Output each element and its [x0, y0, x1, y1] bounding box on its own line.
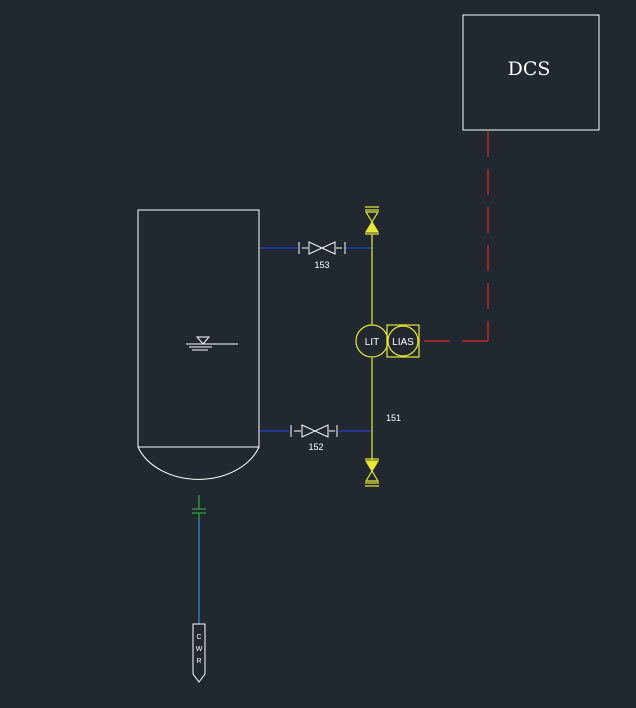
cwr-letter-3: R [196, 658, 201, 665]
vessel-bottom-head [137, 446, 260, 480]
dcs-label: DCS [508, 58, 551, 80]
valve-152-tag: 152 [308, 442, 323, 452]
lias-instrument[interactable]: LIAS [386, 324, 420, 358]
cwr-connector[interactable]: C W R [192, 623, 206, 683]
dcs-box [462, 14, 600, 131]
vessel-shell [137, 209, 260, 448]
liquid-level-icon [186, 336, 238, 351]
vessel[interactable] [137, 209, 260, 480]
dcs-block[interactable]: DCS [462, 14, 600, 131]
signal-line [420, 131, 489, 342]
valve-153-tag: 153 [314, 260, 329, 270]
cwr-arrow-icon [192, 623, 206, 683]
valve-152-icon[interactable] [290, 424, 338, 438]
top-vent-valve-icon[interactable] [364, 206, 380, 235]
valve-153-icon[interactable] [298, 241, 346, 255]
lit-label: LIT [365, 337, 379, 348]
lias-box [386, 324, 420, 358]
drain-flange-icon [192, 495, 206, 518]
bottom-drain-valve-icon[interactable] [364, 458, 380, 487]
line-tag-151: 151 [386, 413, 401, 423]
cwr-letter-2: W [196, 646, 203, 653]
lias-bubble [387, 325, 419, 357]
lit-instrument[interactable]: LIT [355, 324, 389, 358]
lias-label: LIAS [392, 337, 414, 348]
cwr-letter-1: C [196, 634, 201, 641]
